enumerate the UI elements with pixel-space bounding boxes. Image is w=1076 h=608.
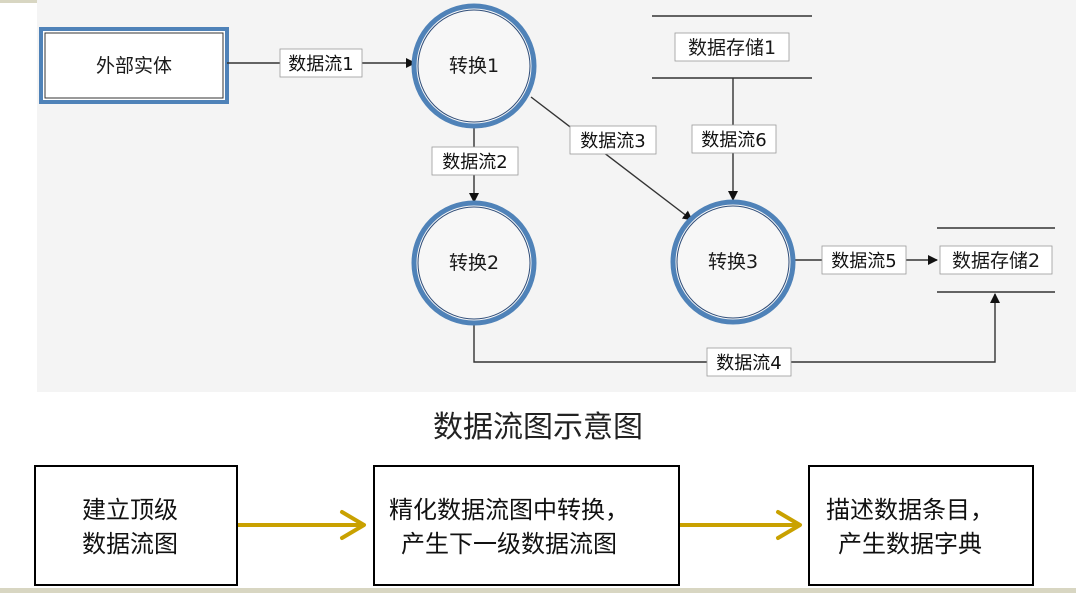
flow-1-label: 数据流1 [288, 54, 353, 75]
flow-4: 数据流4 [473, 293, 1000, 377]
step-2-line-2: 产生下一级数据流图 [401, 530, 617, 558]
flow-1: 数据流1 [227, 48, 416, 78]
data-store-1-label: 数据存储1 [688, 37, 776, 59]
flow-6-label: 数据流6 [701, 130, 766, 151]
step-box-2: 精化数据流图中转换， 产生下一级数据流图 [373, 465, 680, 586]
flow-4-label: 数据流4 [716, 353, 781, 374]
step-box-1: 建立顶级 数据流图 [34, 465, 238, 586]
flow-3-label: 数据流3 [580, 131, 645, 152]
step-1-line-2: 数据流图 [82, 530, 178, 558]
bottom-accent-bar [0, 588, 1076, 593]
step-3-line-1: 描述数据条目， [826, 496, 994, 524]
flow-5: 数据流5 [792, 245, 938, 275]
step-2-line-1: 精化数据流图中转换， [389, 496, 629, 524]
external-entity-label: 外部实体 [96, 55, 172, 77]
data-flow-diagram: 外部实体 数据流1 数据流2 数据流3 数据流4 [39, 3, 1055, 377]
data-store-1: 数据存储1 [652, 15, 812, 79]
flow-5-label: 数据流5 [831, 251, 896, 272]
flow-3: 数据流3 [530, 96, 693, 221]
data-store-2: 数据存储2 [937, 227, 1055, 293]
data-store-2-label: 数据存储2 [952, 250, 1040, 272]
flow-2: 数据流2 [431, 128, 519, 203]
process-2-label: 转换2 [449, 252, 499, 274]
external-entity: 外部实体 [39, 27, 229, 104]
step-3-line-2: 产生数据字典 [838, 530, 982, 558]
process-1: 转换1 [411, 3, 537, 129]
step-1-line-1: 建立顶级 [82, 496, 178, 524]
flow-3-line [530, 96, 693, 221]
step-box-3: 描述数据条目， 产生数据字典 [808, 465, 1034, 586]
process-3: 转换3 [670, 199, 796, 325]
process-2: 转换2 [411, 200, 537, 326]
diagram-caption: 数据流图示意图 [433, 410, 643, 445]
step-arrow-1 [238, 510, 366, 540]
step-arrow-2 [680, 510, 802, 540]
flow-2-label: 数据流2 [442, 152, 507, 173]
process-1-label: 转换1 [449, 55, 499, 77]
flow-6: 数据流6 [691, 78, 777, 201]
process-3-label: 转换3 [708, 251, 758, 273]
